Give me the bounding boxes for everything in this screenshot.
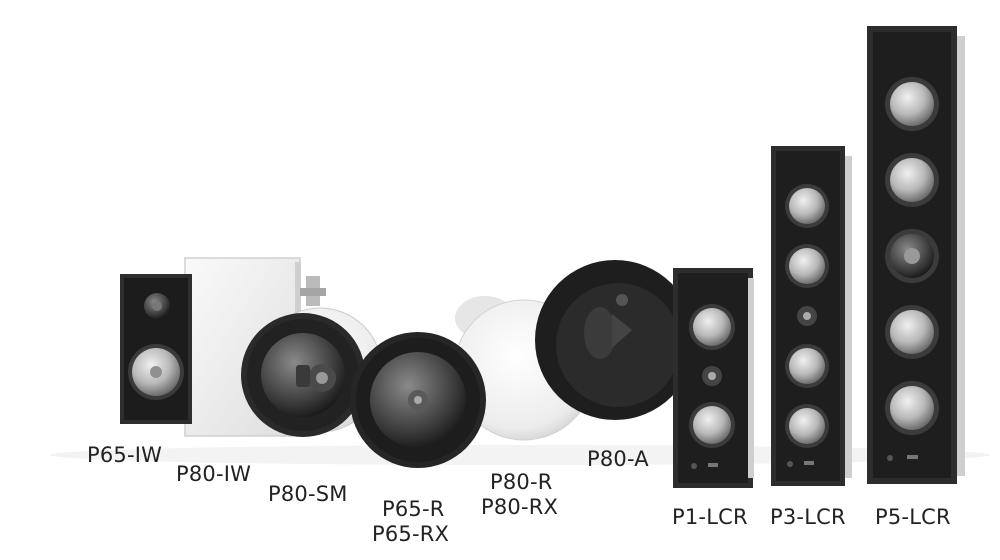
p65-r-speaker xyxy=(350,332,486,468)
p80-a-speaker xyxy=(535,260,695,420)
p80-sm-bracket xyxy=(300,276,326,306)
label-p65-iw: P65-IW xyxy=(87,443,163,467)
label-p80-r: P80-R xyxy=(490,470,553,494)
label-p80-a: P80-A xyxy=(587,447,649,471)
label-p80-rx: P80-RX xyxy=(481,495,559,519)
label-p1-lcr: P1-LCR xyxy=(672,505,748,529)
p1-lcr-speaker xyxy=(673,268,754,488)
label-p65-rx: P65-RX xyxy=(372,522,450,546)
p65-iw-speaker xyxy=(120,274,192,424)
p3-lcr-speaker xyxy=(771,146,852,486)
label-p80-sm: P80-SM xyxy=(268,482,348,506)
label-p5-lcr: P5-LCR xyxy=(875,505,951,529)
label-p65-r: P65-R xyxy=(382,497,445,521)
label-p80-iw: P80-IW xyxy=(176,462,252,486)
p5-lcr-speaker xyxy=(867,26,965,484)
p80-sm-speaker xyxy=(241,313,365,437)
label-p3-lcr: P3-LCR xyxy=(770,505,846,529)
